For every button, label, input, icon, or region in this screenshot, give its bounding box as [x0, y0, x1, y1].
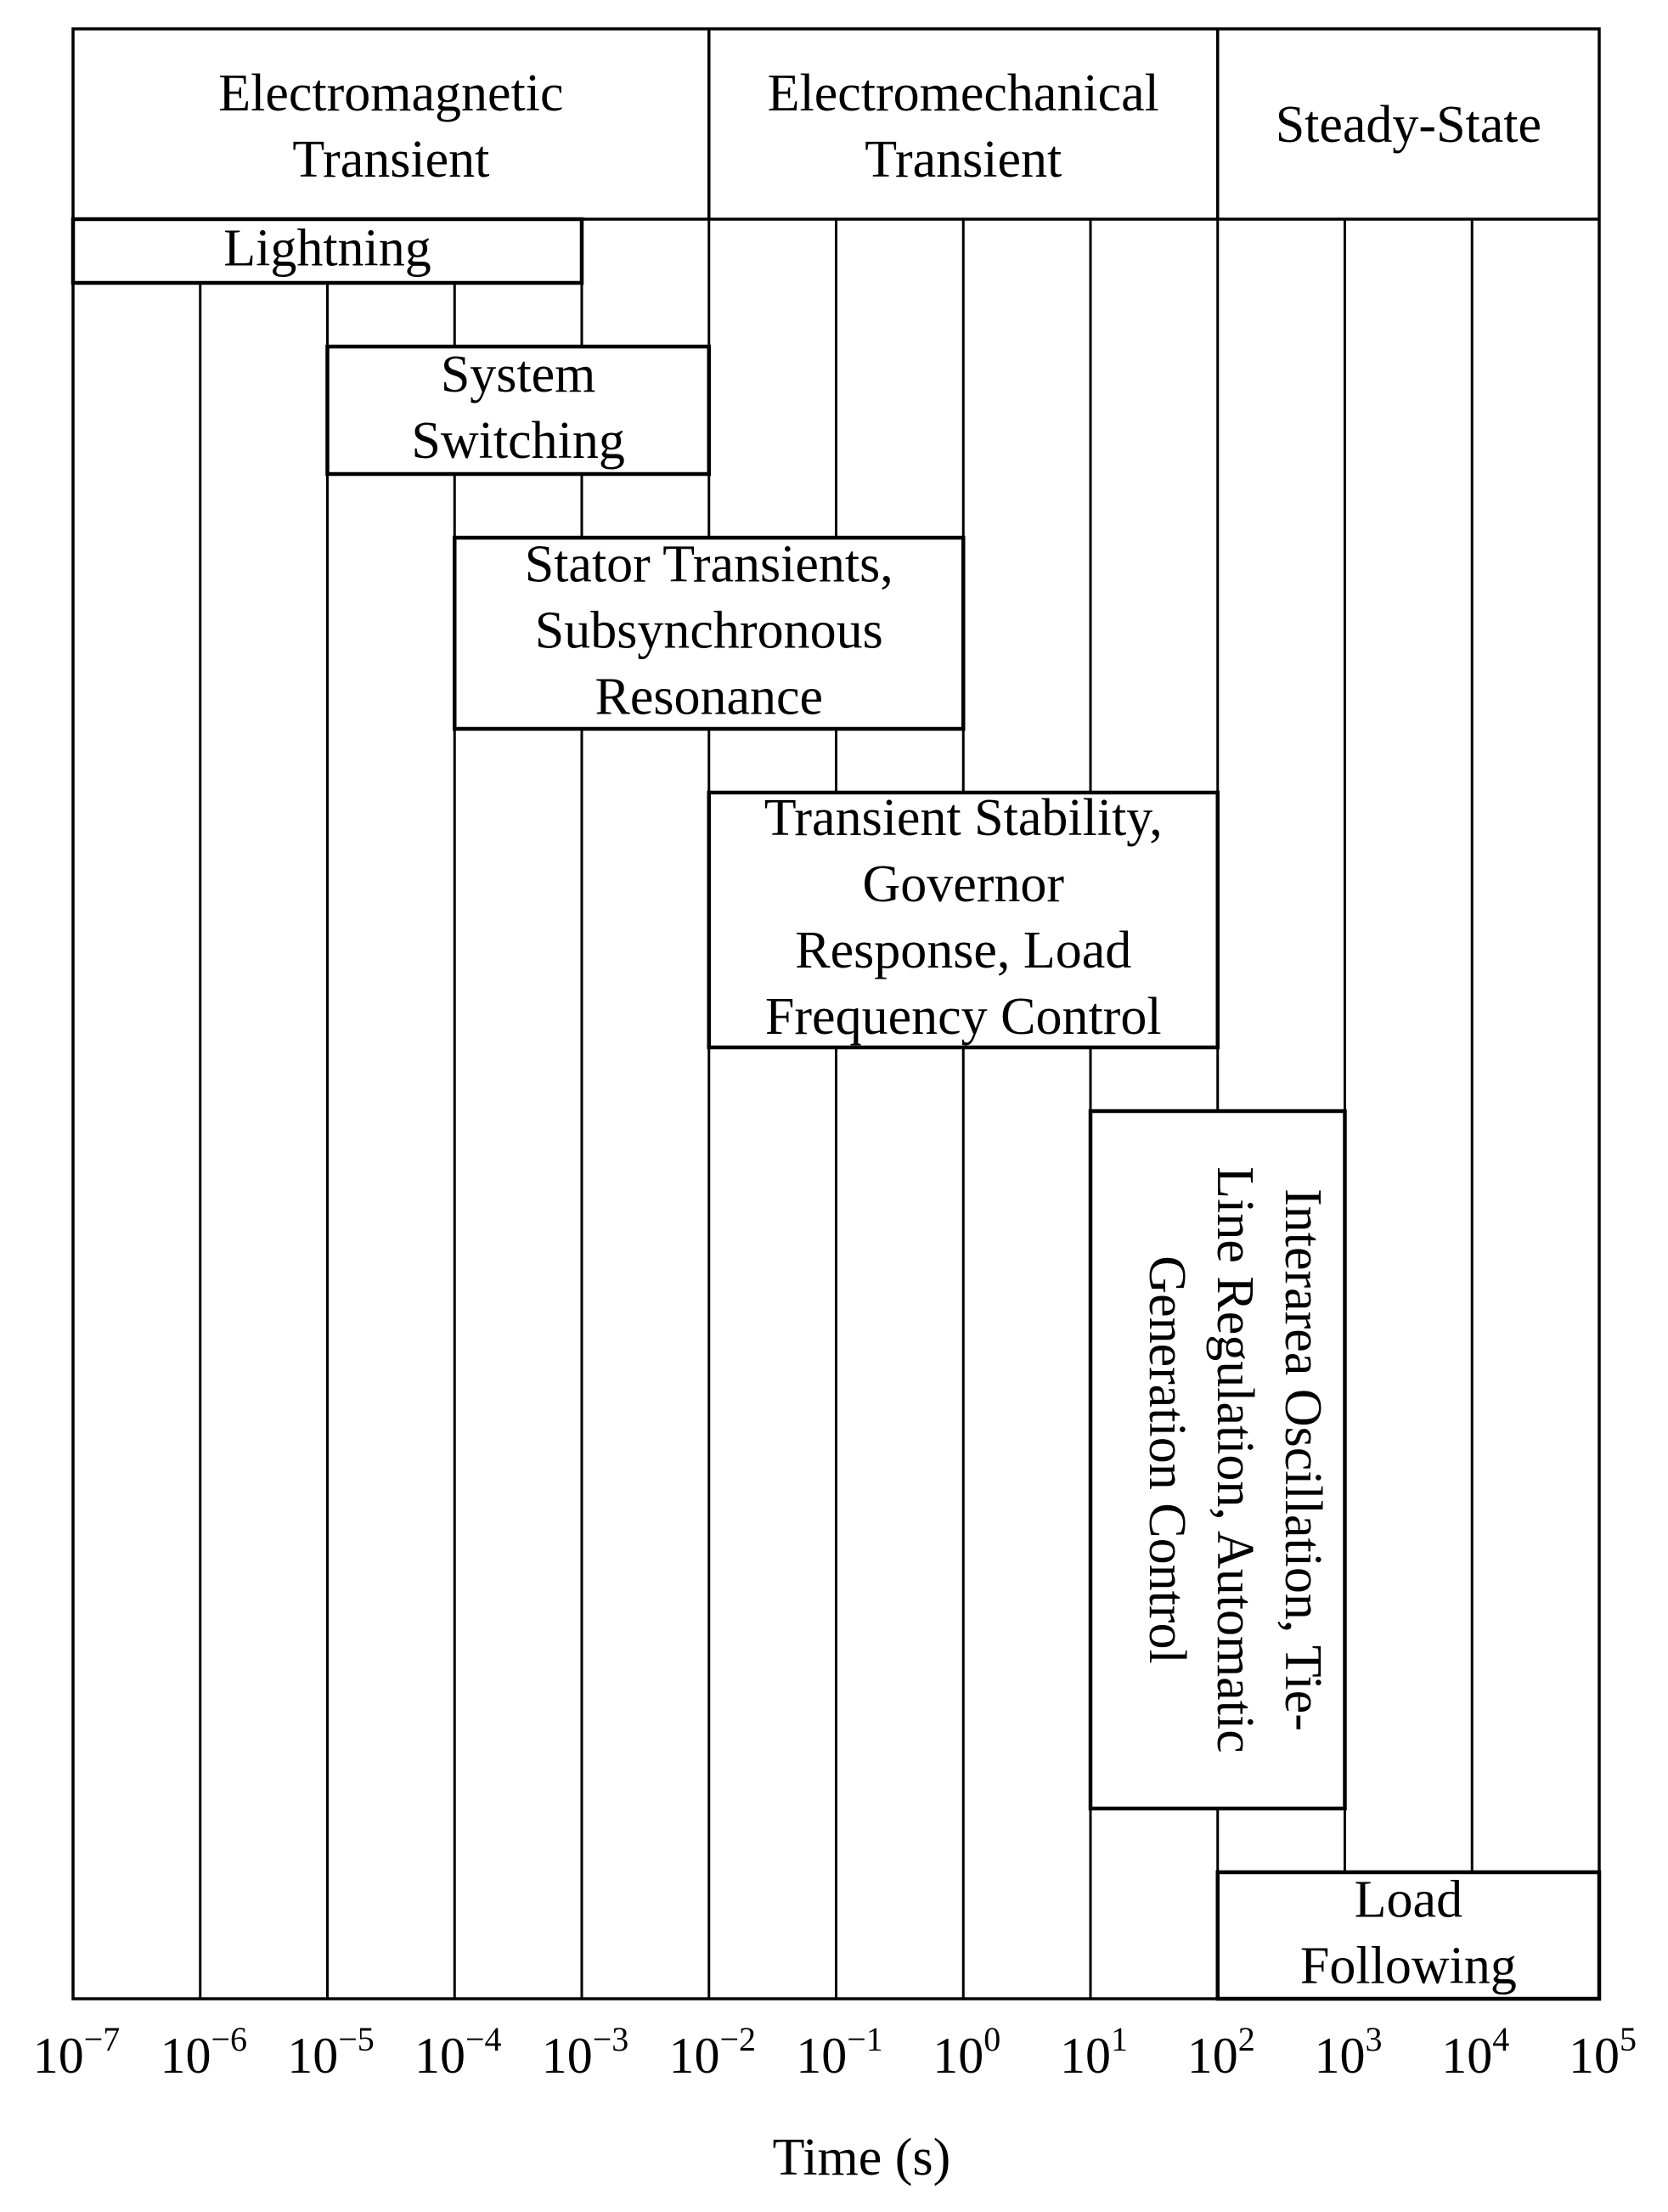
tick-exponent: −7	[84, 2020, 121, 2058]
tick-label: 101	[1060, 2020, 1128, 2084]
tick-label: 100	[933, 2020, 1000, 2084]
header-region-label-line: Transient	[865, 131, 1062, 189]
tick-exponent: −1	[847, 2020, 883, 2058]
tick-label: 10−4	[414, 2020, 502, 2084]
tick-base: 10	[1315, 2028, 1366, 2084]
tick-label: 104	[1441, 2020, 1509, 2084]
tick-exponent: −4	[465, 2020, 502, 2058]
phenomenon-label-line: System	[441, 346, 596, 403]
phenomenon-box	[1088, 1109, 1347, 1811]
header-region-label-line: Electromechanical	[768, 65, 1159, 122]
tick-base: 10	[287, 2028, 338, 2084]
tick-label: 102	[1187, 2020, 1255, 2084]
tick-base: 10	[1569, 2028, 1620, 2084]
tick-exponent: −5	[338, 2020, 375, 2058]
phenomenon-box	[453, 535, 966, 731]
phenomenon-label-line: Frequency Control	[765, 988, 1162, 1046]
phenomenon-box	[707, 790, 1220, 1050]
tick-label: 103	[1315, 2020, 1383, 2084]
tick-base: 10	[1060, 2028, 1111, 2084]
tick-exponent: 5	[1620, 2020, 1637, 2058]
header-region-label-line: Electromagnetic	[218, 65, 563, 122]
tick-label: 10−5	[287, 2020, 375, 2084]
tick-exponent: 0	[983, 2020, 1000, 2058]
phenomenon-label-line: Following	[1300, 1938, 1517, 1995]
tick-label: 10−2	[668, 2020, 756, 2084]
tick-base: 10	[1187, 2028, 1238, 2084]
tick-base: 10	[414, 2028, 465, 2084]
tick-base: 10	[796, 2028, 847, 2084]
tick-base: 10	[542, 2028, 593, 2084]
tick-label: 10−6	[160, 2020, 247, 2084]
tick-base: 10	[668, 2028, 719, 2084]
tick-exponent: 2	[1238, 2020, 1255, 2058]
tick-exponent: −3	[593, 2020, 629, 2058]
phenomenon-label-line: Lightning	[223, 220, 431, 278]
tick-label: 10−3	[542, 2020, 629, 2084]
phenomenon-box	[325, 344, 711, 477]
phenomenon-label-line: Generation Control	[1138, 1256, 1196, 1663]
tick-label: 10−1	[796, 2020, 883, 2084]
tick-base: 10	[160, 2028, 211, 2084]
phenomenon-label-line: Resonance	[595, 669, 823, 726]
phenomenon-label-line: Response, Load	[795, 922, 1131, 979]
tick-base: 10	[933, 2028, 983, 2084]
header-region-label: Steady-State	[1276, 96, 1541, 154]
tick-label: 10−7	[33, 2020, 121, 2084]
phenomenon-label: Interarea Oscillation, Tie-Line Regulati…	[1138, 1166, 1332, 1752]
phenomenon-label-line: Governor	[862, 855, 1064, 913]
header-region-label-line: Steady-State	[1276, 96, 1541, 154]
outer-border	[71, 27, 1601, 2000]
x-axis-label: Time (s)	[773, 2129, 951, 2187]
tick-exponent: −6	[211, 2020, 247, 2058]
phenomenon-label-line: Stator Transients,	[525, 536, 893, 594]
phenomenon-label-line: Load	[1355, 1871, 1462, 1929]
phenomenon-label-line: Interarea Oscillation, Tie-	[1274, 1188, 1332, 1731]
tick-exponent: 4	[1492, 2020, 1509, 2058]
tick-label: 105	[1569, 2020, 1637, 2084]
tick-exponent: 1	[1111, 2020, 1128, 2058]
phenomenon-label: Lightning	[223, 220, 431, 278]
phenomenon-label-line: Line Regulation, Automatic	[1206, 1166, 1264, 1752]
tick-exponent: −2	[719, 2020, 756, 2058]
phenomenon-label-line: Transient Stability,	[764, 789, 1163, 847]
tick-base: 10	[1441, 2028, 1492, 2084]
phenomenon-box	[1215, 1870, 1602, 2001]
tick-exponent: 3	[1366, 2020, 1383, 2058]
header-region-label-line: Transient	[292, 131, 489, 189]
tick-base: 10	[33, 2028, 84, 2084]
phenomenon-label-line: Subsynchronous	[535, 602, 883, 660]
phenomenon-label-line: Switching	[411, 412, 624, 470]
phenomenon-box	[70, 217, 584, 285]
